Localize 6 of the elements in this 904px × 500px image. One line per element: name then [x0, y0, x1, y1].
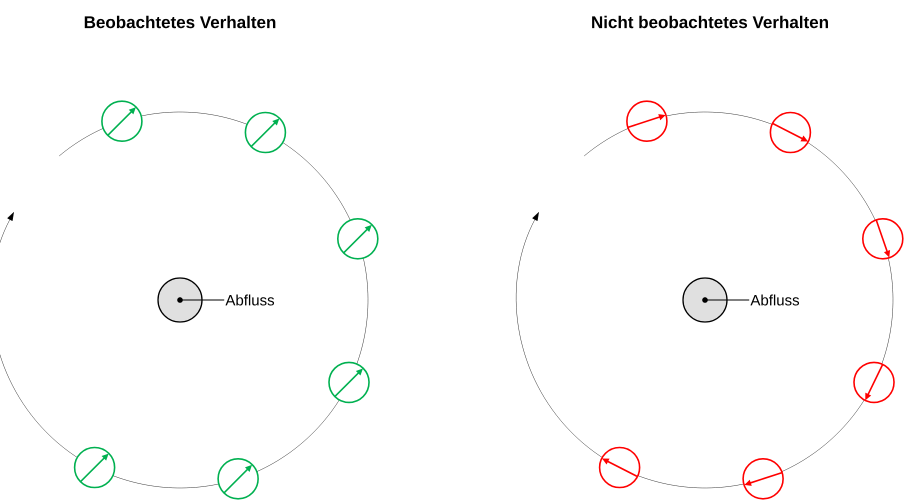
heading: Beobachtetes Verhalten: [84, 16, 276, 28]
drain-circle: [682, 277, 728, 323]
drain-label: Abfluss: [225, 294, 274, 306]
heading: Nicht beobachtetes Verhalten: [592, 16, 828, 28]
drain-label: Abfluss: [750, 294, 800, 306]
drain-circle: [157, 277, 203, 323]
